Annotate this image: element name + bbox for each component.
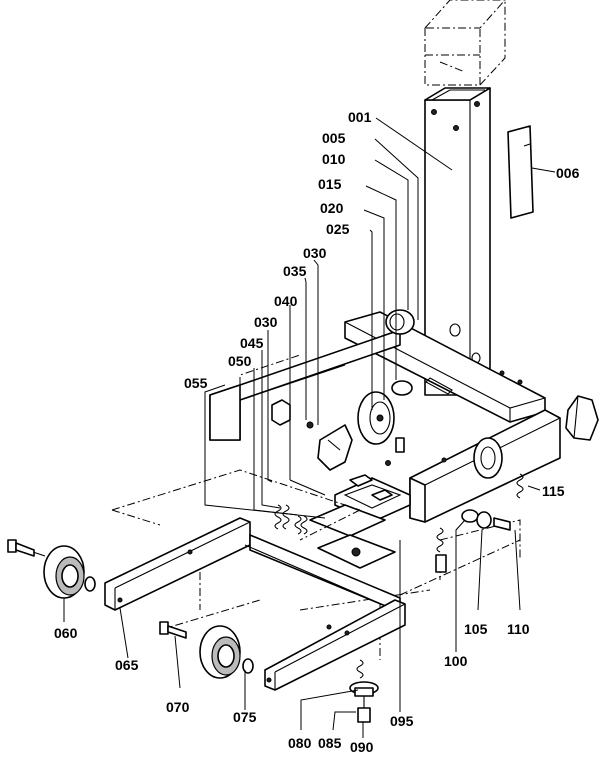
part-label-060: 060 xyxy=(54,625,78,641)
guide-lines xyxy=(111,354,521,660)
base-wheel xyxy=(357,380,413,453)
springs xyxy=(274,479,326,535)
part-label-095: 095 xyxy=(390,713,414,729)
part-labels: 001 005 006 010 015 020 025 030 035 040 … xyxy=(54,109,580,755)
wheel-right xyxy=(159,621,254,679)
part-label-015: 015 xyxy=(318,176,342,192)
label-plate xyxy=(507,125,534,219)
lift-bracket xyxy=(271,399,391,471)
pedal-plate xyxy=(309,474,411,537)
part-label-030-lower: 030 xyxy=(254,314,278,330)
bolt-set xyxy=(435,473,524,573)
part-label-030-upper: 030 xyxy=(303,245,327,261)
part-label-115: 115 xyxy=(542,483,565,499)
part-label-085: 085 xyxy=(318,735,342,751)
lower-plate xyxy=(317,534,396,569)
part-label-045: 045 xyxy=(240,335,264,351)
part-label-070: 070 xyxy=(166,699,190,715)
upper-body-outline xyxy=(423,0,506,86)
part-label-010: 010 xyxy=(322,151,346,167)
lower-frame xyxy=(104,517,406,691)
part-label-065: 065 xyxy=(115,657,139,673)
part-label-075: 075 xyxy=(233,709,257,725)
part-label-001: 001 xyxy=(348,109,372,125)
part-label-005: 005 xyxy=(322,130,346,146)
part-label-090: 090 xyxy=(350,739,374,755)
leveling-foot xyxy=(349,659,379,723)
part-label-025: 025 xyxy=(326,221,350,237)
part-label-105: 105 xyxy=(464,621,488,637)
end-cap xyxy=(565,395,599,441)
part-label-110: 110 xyxy=(507,621,530,637)
part-label-006: 006 xyxy=(556,165,580,181)
front-wheel xyxy=(473,437,503,479)
rear-caster xyxy=(385,309,415,335)
part-label-055: 055 xyxy=(184,375,208,391)
part-label-035: 035 xyxy=(283,263,307,279)
wheel-left xyxy=(7,539,96,599)
part-label-080: 080 xyxy=(288,735,312,751)
part-label-040: 040 xyxy=(274,293,298,309)
part-label-100: 100 xyxy=(444,653,468,669)
part-label-020: 020 xyxy=(320,200,344,216)
part-label-050: 050 xyxy=(228,353,252,369)
leader-lines xyxy=(63,117,556,738)
